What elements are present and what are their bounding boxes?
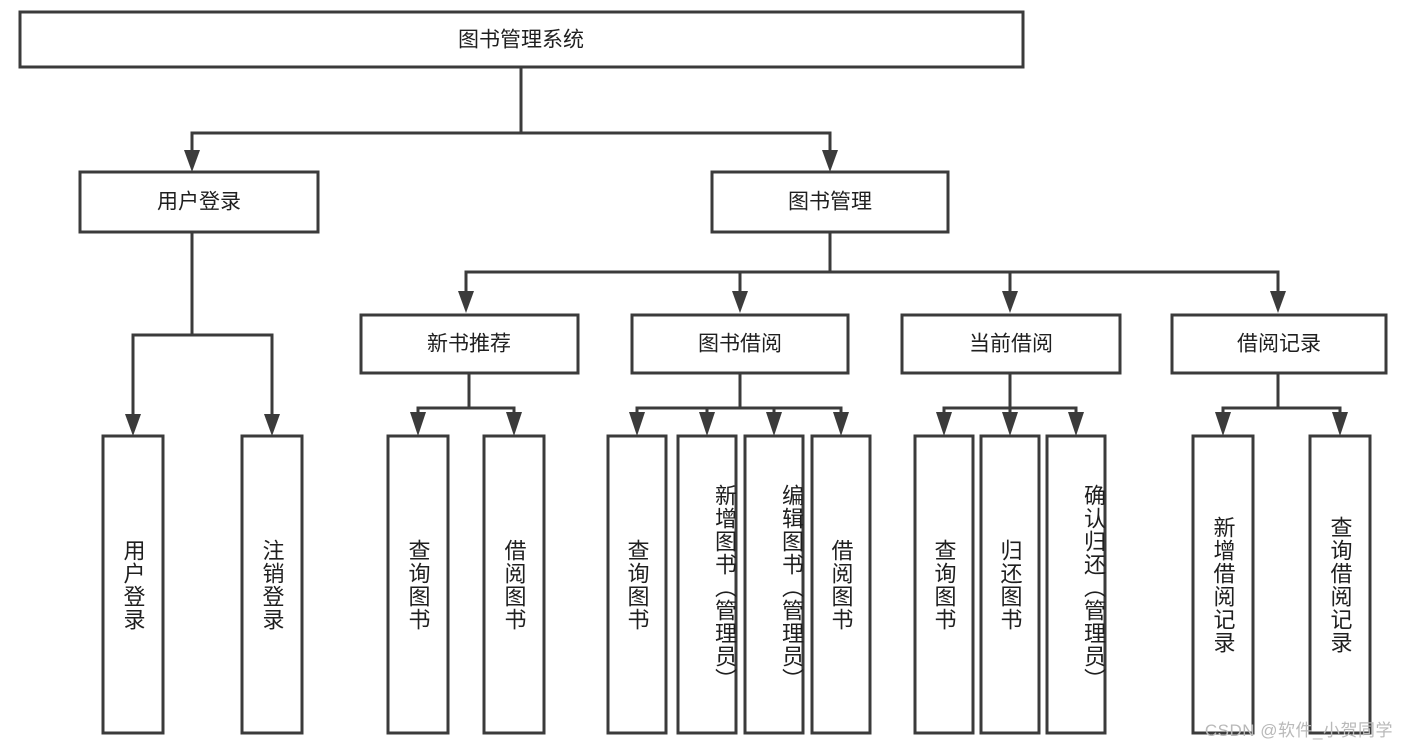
node-leaf-newbooks-query[interactable] [386,434,450,735]
node-book-borrow[interactable]: 图书借阅 [630,313,850,375]
node-current-borrow-label: 当前借阅 [969,333,1053,356]
connector-newbooks-to-leaves [410,371,522,436]
node-borrow-records-label: 借阅记录 [1237,333,1321,356]
connector-bookmgmt-to-level3 [458,230,1286,313]
node-book-management-label: 图书管理 [788,191,872,214]
node-root[interactable]: 图书管理系统 [18,10,1025,69]
node-leaf-records-add[interactable] [1191,434,1255,735]
connector-borrowrecords-to-leaves [1215,371,1348,436]
csdn-watermark: CSDN @软件_小贺同学 [1204,721,1393,740]
node-current-borrow[interactable]: 当前借阅 [900,313,1122,375]
node-book-management[interactable]: 图书管理 [710,170,950,234]
node-leaf-currentborrow-query[interactable] [913,434,975,735]
node-leaf-user-login-logout[interactable] [240,434,304,735]
connector-userlogin-to-leaves [125,230,280,436]
connector-currentborrow-to-leaves [936,371,1084,436]
node-leaf-bookborrow-add[interactable] [676,434,738,735]
node-leaf-user-login-login[interactable] [101,434,165,735]
connector-root-to-level2 [184,65,838,172]
node-leaf-newbooks-borrow[interactable] [482,434,546,735]
node-book-borrow-label: 图书借阅 [698,333,782,356]
node-borrow-records[interactable]: 借阅记录 [1170,313,1388,375]
node-user-login-label: 用户登录 [157,191,241,214]
node-leaf-currentborrow-confirm[interactable] [1045,434,1107,735]
node-leaf-records-query[interactable] [1308,434,1372,735]
node-root-label: 图书管理系统 [458,29,584,52]
node-leaf-bookborrow-borrow[interactable] [810,434,872,735]
node-leaf-bookborrow-edit[interactable] [743,434,805,735]
node-new-book-recommend-label: 新书推荐 [427,333,511,356]
node-new-book-recommend[interactable]: 新书推荐 [359,313,580,375]
node-leaf-bookborrow-query[interactable] [606,434,668,735]
node-leaf-currentborrow-return[interactable] [979,434,1041,735]
connector-bookborrow-to-leaves [629,371,849,436]
node-user-login[interactable]: 用户登录 [78,170,320,234]
